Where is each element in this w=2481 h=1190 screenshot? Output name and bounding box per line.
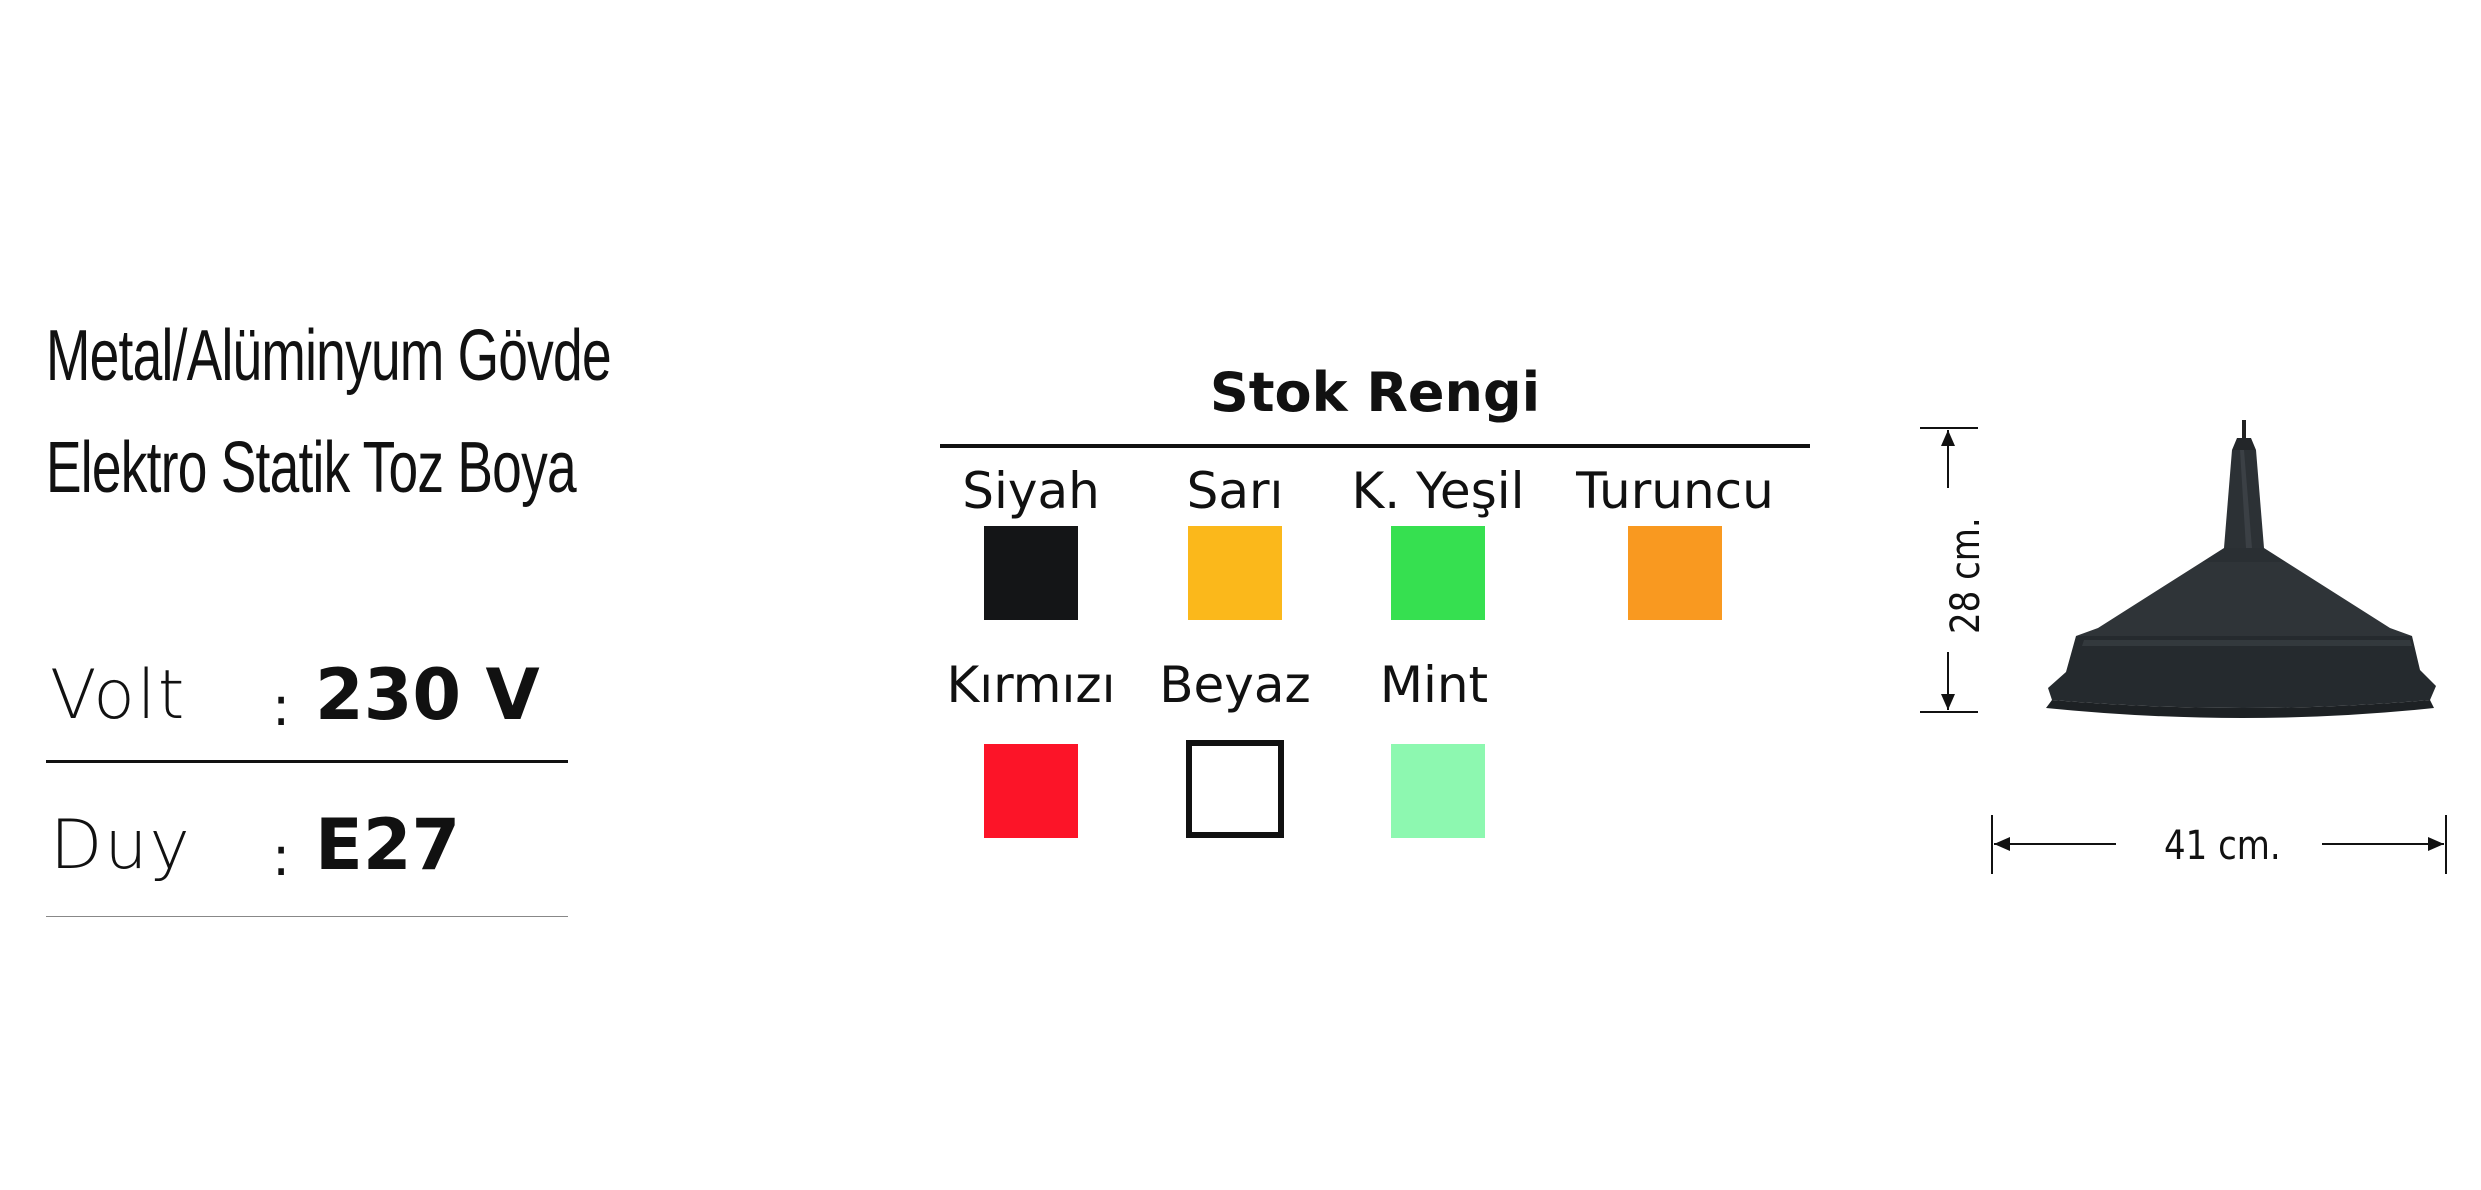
volt-colon: : xyxy=(272,675,291,738)
color-name-sari: Sarı xyxy=(1186,462,1284,520)
color-name-turuncu: Turuncu xyxy=(1576,462,1774,520)
swatch-siyah xyxy=(984,526,1078,620)
swatch-mint xyxy=(1391,744,1485,838)
color-name-k-yesil: K. Yeşil xyxy=(1351,462,1525,520)
volt-value: 230 V xyxy=(315,654,540,736)
material-description: Metal/Alüminyum Gövde xyxy=(46,316,612,396)
stock-title-rule xyxy=(940,444,1810,448)
duy-value: E27 xyxy=(315,804,461,886)
duy-label: Duy xyxy=(50,806,192,885)
swatch-turuncu xyxy=(1628,526,1722,620)
duy-colon: : xyxy=(272,825,291,888)
spec-divider xyxy=(46,760,568,763)
volt-label: Volt xyxy=(50,656,187,735)
color-name-beyaz: Beyaz xyxy=(1159,656,1311,714)
width-dimension-marker xyxy=(1991,815,2447,874)
swatch-k-yesil xyxy=(1391,526,1485,620)
height-dimension-marker xyxy=(1920,427,1978,713)
stock-color-title: Stok Rengi xyxy=(1209,361,1541,424)
width-label: 41 cm. xyxy=(2164,823,2281,869)
swatch-kirmizi xyxy=(984,744,1078,838)
color-name-siyah: Siyah xyxy=(962,462,1100,520)
pendant-lamp-icon xyxy=(1920,420,2447,874)
swatch-sari xyxy=(1188,526,1282,620)
swatch-beyaz xyxy=(1186,740,1284,838)
color-name-mint: Mint xyxy=(1379,656,1489,714)
lamp-shade xyxy=(2046,420,2436,718)
color-name-kirmizi: Kırmızı xyxy=(946,656,1116,714)
height-label: 28 cm. xyxy=(1943,517,1989,634)
finish-description: Elektro Statik Toz Boya xyxy=(46,428,577,508)
spec-bottom-rule xyxy=(46,916,568,917)
